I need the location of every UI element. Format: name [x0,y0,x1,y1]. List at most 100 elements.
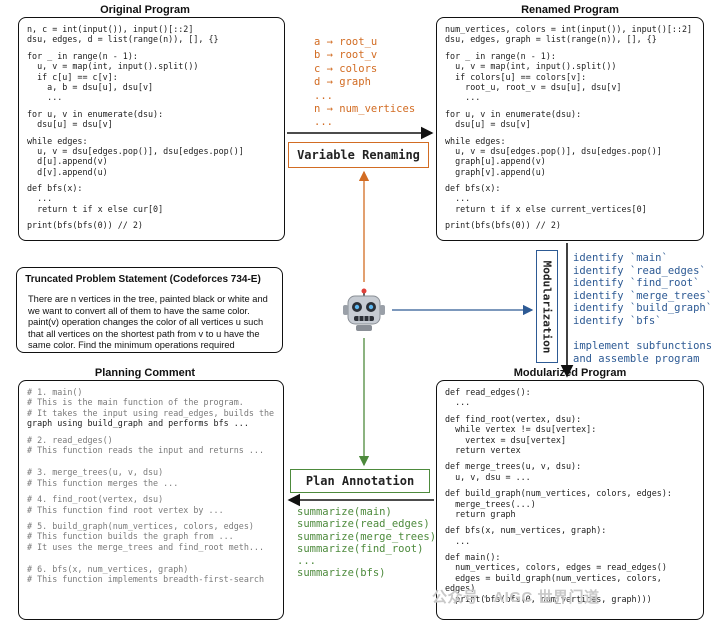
orig-code-line: for _ in range(n - 1): [27,50,138,61]
mod-code-line: ... [445,397,471,408]
summarize-item: summarize(main) [297,506,392,518]
mod-code-line: return graph [445,508,516,519]
mapping-item: ... [314,89,333,102]
plan-code-line: # It takes the input using read_edges, b… [27,407,275,418]
plan-code-line: # 5. build_graph(num_vertices, colors, e… [27,520,254,531]
mod-code-line: def read_edges(): [445,387,531,397]
title-renamed: Renamed Program [521,4,619,16]
mod-code-line: return vertex [445,444,521,455]
mod-code-line: u, v, dsu = ... [445,471,531,482]
mod-code-line: edges = build_graph(num_vertices, colors… [445,572,662,583]
ren-code-line: if colors[u] == colors[v]: [445,71,587,82]
mod-code-line: def bfs(x, num_vertices, graph): [445,525,607,536]
mapping-item: a → root_u [314,36,378,48]
summarize-list: summarize(main)summarize(read_edges)summ… [297,506,436,580]
plan-code-line: # It uses the merge_trees and find_root … [27,541,264,552]
plan-annotation-label: Plan Annotation [290,469,430,493]
mod-code-line: def merge_trees(u, v, dsu): [445,461,582,472]
ren-code-line: root_u, root_v = dsu[u], dsu[v] [445,81,622,92]
problem-statement-box [16,267,283,353]
orig-code-line: ... [27,92,63,103]
ren-code-line: dsu, edges, graph = list(range(n)), [], … [445,34,657,45]
problem-text: There are n vertices in the tree, painte… [28,294,268,350]
identify-item: identify `main` [573,252,668,264]
orig-code-line: n, c = int(input()), input()[::2] [27,24,194,34]
orig-code-line: a, b = dsu[u], dsu[v] [27,81,154,92]
ren-code-line: dsu[u] = dsu[v] [445,119,531,130]
summarize-item: summarize(read_edges) [297,518,430,531]
identify-item: identify `read_edges` [573,264,706,277]
watermark: 公众号 · AIGC 世界门道 [432,589,600,606]
modularized-code: def read_edges(): ... def find_root(verte… [437,381,703,610]
orig-code-line: if c[u] == c[v]: [27,71,118,82]
plan-code-line: # 4. find_root(vertex, dsu) [27,494,164,505]
identify-item: and assemble program [573,352,700,365]
plan-code-line: # This function find root vertex by ... [27,504,224,515]
mod-code-line: vertex = dsu[vertex] [445,434,567,445]
title-original: Original Program [100,4,190,16]
ren-code-line: graph[u].append(v) [445,156,546,167]
mapping-item: c → colors [314,62,378,75]
summarize-item: ... [297,555,316,568]
orig-code-line: def bfs(x): [27,183,83,194]
renamed-code: num_vertices, colors = int(input()), inp… [437,18,703,237]
title-planning: Planning Comment [94,367,196,379]
ren-code-line: num_vertices, colors = int(input()), inp… [445,24,693,34]
orig-code-line: d[v].append(u) [27,166,108,177]
orig-code-line: while edges: [27,135,88,146]
renamed-program-box: num_vertices, colors = int(input()), inp… [436,17,704,241]
ren-code-line: ... [445,92,481,103]
ren-code-line: while edges: [445,135,506,146]
ren-code-line: u, v = map(int, input().split()) [445,61,617,72]
orig-code-line: dsu, edges, d = list(range(n)), [], {} [27,34,219,45]
modularized-program-box: def read_edges(): ... def find_root(verte… [436,380,704,620]
mod-code-line: ... [445,535,471,546]
ren-code-line: print(bfs(bfs(0)) // 2) [445,220,561,231]
ren-code-line: return t if x else current_vertices[0] [445,203,647,214]
identify-item: implement subfunctions [573,340,713,353]
problem-title: Truncated Problem Statement (Codeforces … [25,274,261,285]
mod-code-line: def main(): [445,552,501,563]
identify-list: identify `main`identify `read_edges`iden… [573,252,712,365]
plan-code-line: # 2. read_edges() [27,434,113,445]
ren-code-line: graph[v].append(u) [445,166,546,177]
plan-code-line: # 6. bfs(x, num_vertices, graph) [27,564,189,575]
original-code: n, c = int(input()), input()[::2]dsu, ed… [19,18,284,237]
ren-code-line: ... [445,193,471,204]
plan-code-line: # This function builds the graph from ..… [27,531,234,542]
mod-code-line: merge_trees(...) [445,498,536,509]
robot-icon [343,288,385,331]
identify-item: identify `find_root` [573,277,700,290]
orig-code-line: print(bfs(bfs(0)) // 2) [27,220,143,231]
plan-code-line: # This is the main function of the progr… [27,397,244,408]
plan-code-line: # This function implements breadth-first… [27,574,264,585]
ren-code-line: u, v = dsu[edges.pop()], dsu[edges.pop()… [445,145,662,156]
planning-code: # 1. main()# This is the main function o… [19,381,283,591]
ren-code-line: def bfs(x): [445,183,501,194]
variable-renaming-label: Variable Renaming [288,142,429,168]
mapping-item: b → root_v [314,49,378,62]
orig-code-line: dsu[u] = dsu[v] [27,119,113,130]
identify-item: identify `merge_trees` [573,289,713,302]
mapping-item: ... [314,116,333,129]
mod-code-line: def find_root(vertex, dsu): [445,413,582,424]
ren-code-line: for _ in range(n - 1): [445,50,556,61]
mod-code-line: while vertex != dsu[vertex]: [445,424,597,435]
planning-comment-box: # 1. main()# This is the main function o… [18,380,284,620]
plan-code-line: # 3. merge_trees(u, v, dsu) [27,467,164,478]
mod-code-line: num_vertices, colors, edges = read_edges… [445,562,667,573]
plan-code-line: # This function merges the ... [27,477,179,488]
original-program-box: n, c = int(input()), input()[::2]dsu, ed… [18,17,285,241]
modularization-label-box: Modularization [536,250,558,363]
mod-code-line: edges) [445,583,476,594]
orig-code-line: d[u].append(v) [27,156,108,167]
identify-item: identify `build_graph` [573,302,713,315]
mapping-item: d → graph [314,76,371,89]
plan-code-line: # 1. main() [27,387,83,397]
orig-code-line: for u, v in enumerate(dsu): [27,108,164,119]
identify-item: identify `bfs` [573,314,662,327]
plan-code-line: # This function reads the input and retu… [27,444,264,455]
orig-code-line: u, v = dsu[edges.pop()], dsu[edges.pop()… [27,145,244,156]
